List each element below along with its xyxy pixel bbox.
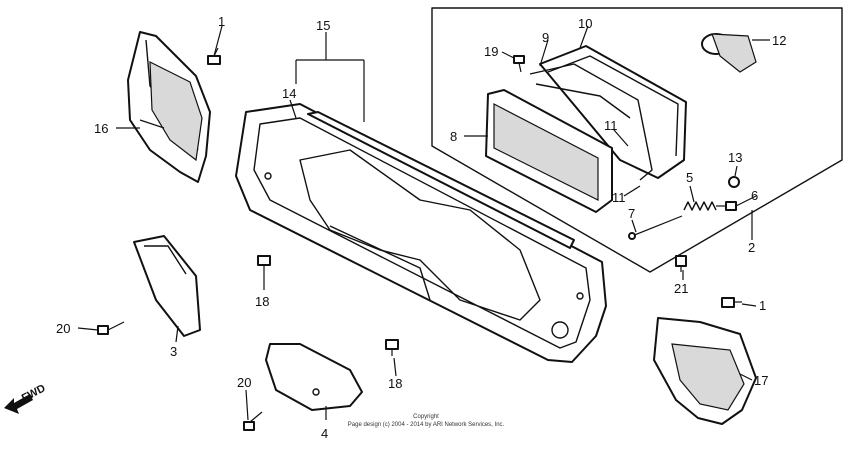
fwd-arrow-icon xyxy=(4,394,33,414)
part-18-screw-b[interactable] xyxy=(385,339,399,356)
part-9-mounting-bracket[interactable] xyxy=(529,63,653,181)
part-8-headlight-lens[interactable] xyxy=(485,89,613,213)
part-7-adjust-screw[interactable] xyxy=(628,215,683,240)
callout-11-upper: 11 xyxy=(604,118,618,133)
part-15-trim-strip[interactable] xyxy=(307,111,575,249)
footer-copyright-line1: Copyright xyxy=(413,414,439,420)
callout-14: 14 xyxy=(282,86,296,101)
callout-19: 19 xyxy=(484,44,498,59)
footer-copyright-line2: Page design (c) 2004 - 2014 by ARI Netwo… xyxy=(348,422,505,428)
callout-7: 7 xyxy=(628,206,635,221)
part-21-screw[interactable] xyxy=(675,255,687,272)
callout-12: 12 xyxy=(772,33,786,48)
part-19-screw[interactable] xyxy=(513,55,525,73)
part-17-right-side-cover[interactable] xyxy=(653,317,757,425)
fwd-label: FWD xyxy=(20,382,48,404)
callout-4: 4 xyxy=(321,426,328,441)
callout-15: 15 xyxy=(316,18,330,33)
callout-5: 5 xyxy=(686,170,693,185)
callout-1-top: 1 xyxy=(218,14,225,29)
part-20-screw-b[interactable] xyxy=(243,411,263,431)
callout-21: 21 xyxy=(674,281,688,296)
callout-6: 6 xyxy=(751,188,758,203)
callout-20-bottom: 20 xyxy=(237,375,251,390)
callout-8: 8 xyxy=(450,129,457,144)
part-16-left-cover[interactable] xyxy=(127,31,211,183)
part-12-boot[interactable] xyxy=(701,33,757,73)
callout-11-lower: 11 xyxy=(612,190,626,205)
fwd-indicator: FWD xyxy=(4,382,48,414)
part-1-screw-right[interactable] xyxy=(721,297,742,308)
part-4-lower-center-cover[interactable] xyxy=(265,343,363,411)
callout-18-left: 18 xyxy=(255,294,269,309)
part-5-spring[interactable] xyxy=(683,201,717,211)
part-18-screw-a[interactable] xyxy=(257,255,271,272)
part-10-headlight-case[interactable] xyxy=(539,45,687,179)
callout-1-right: 1 xyxy=(759,298,766,313)
headlight-assembly-box xyxy=(431,7,843,273)
part-13-nut[interactable] xyxy=(728,176,740,188)
callout-2: 2 xyxy=(748,240,755,255)
callout-9: 9 xyxy=(542,30,549,45)
part-3-lower-left-cover[interactable] xyxy=(133,235,201,337)
callout-16: 16 xyxy=(94,121,108,136)
callout-18-center: 18 xyxy=(388,376,402,391)
callout-13: 13 xyxy=(728,150,742,165)
part-20-screw-a[interactable] xyxy=(97,321,125,335)
part-6-screw[interactable] xyxy=(716,201,737,211)
leader-lines xyxy=(77,25,770,421)
callout-3: 3 xyxy=(170,344,177,359)
callout-17: 17 xyxy=(754,373,768,388)
callout-20-left: 20 xyxy=(56,321,70,336)
callout-10: 10 xyxy=(578,16,592,31)
